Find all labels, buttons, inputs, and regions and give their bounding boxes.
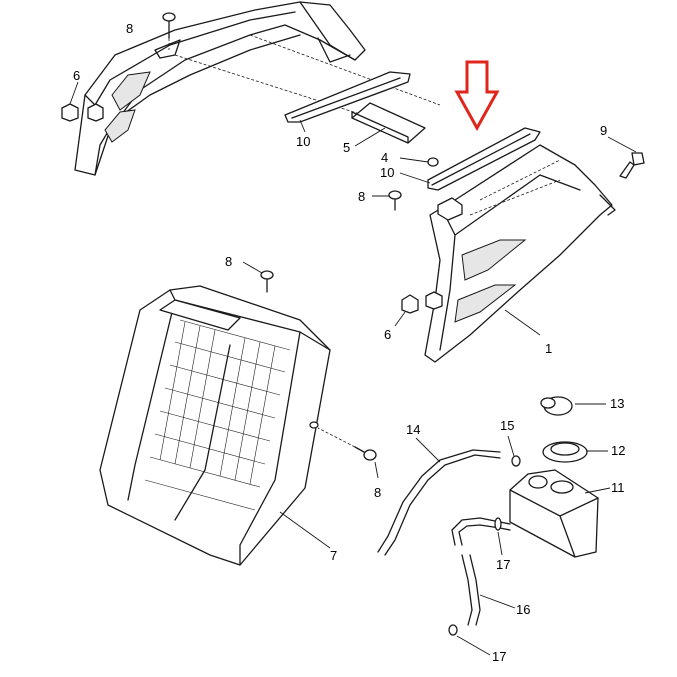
callout-4: 4 bbox=[381, 150, 388, 165]
callout-10-left: 10 bbox=[296, 134, 310, 149]
callout-8-top: 8 bbox=[126, 21, 133, 36]
callout-6-left: 6 bbox=[73, 68, 80, 83]
trim-strip-10-left bbox=[284, 71, 411, 133]
clamp-17-mid bbox=[494, 517, 503, 556]
leader-1 bbox=[504, 309, 541, 336]
left-shroud bbox=[74, 1, 441, 176]
callout-13: 13 bbox=[610, 396, 624, 411]
callout-labels: 8 6 10 5 4 10 8 9 6 1 8 8 7 14 15 13 12 … bbox=[73, 21, 625, 664]
neck-12 bbox=[542, 441, 608, 463]
callout-8-radside: 8 bbox=[374, 485, 381, 500]
right-shroud bbox=[424, 144, 616, 363]
highlight-arrow bbox=[454, 60, 500, 132]
screw-8-radtop bbox=[242, 261, 274, 293]
callout-6-right: 6 bbox=[384, 327, 391, 342]
callout-12: 12 bbox=[611, 443, 625, 458]
clamp-15 bbox=[507, 435, 521, 467]
callout-1: 1 bbox=[545, 341, 552, 356]
radiator-grille-7 bbox=[99, 285, 331, 566]
clip-nut-6-right bbox=[394, 291, 443, 327]
callout-17-mid: 17 bbox=[496, 557, 510, 572]
callout-5: 5 bbox=[343, 140, 350, 155]
grille-slats bbox=[144, 319, 291, 511]
hose-16 bbox=[451, 517, 516, 626]
screw-8-radside bbox=[309, 421, 379, 479]
callout-17-bottom: 17 bbox=[492, 649, 506, 664]
pad-5 bbox=[351, 102, 426, 147]
callout-15: 15 bbox=[500, 418, 514, 433]
reservoir-tank-11 bbox=[509, 469, 611, 558]
screw-8-mid bbox=[372, 190, 402, 211]
grommet-4 bbox=[399, 157, 439, 167]
callout-7: 7 bbox=[330, 548, 337, 563]
callout-9: 9 bbox=[600, 123, 607, 138]
callout-14: 14 bbox=[406, 422, 420, 437]
clamp-17-bottom bbox=[448, 624, 491, 656]
trim-strip-10-right bbox=[399, 127, 541, 191]
callout-8-radtop: 8 bbox=[225, 254, 232, 269]
callout-11: 11 bbox=[611, 480, 625, 495]
callout-10-right: 10 bbox=[380, 165, 394, 180]
callout-8-mid: 8 bbox=[358, 189, 365, 204]
bolt-9 bbox=[607, 136, 645, 179]
cap-13 bbox=[540, 396, 606, 416]
screw-8-top bbox=[162, 12, 176, 50]
callout-16: 16 bbox=[516, 602, 530, 617]
clip-nut-6-left bbox=[61, 81, 104, 122]
hose-14 bbox=[377, 437, 501, 556]
